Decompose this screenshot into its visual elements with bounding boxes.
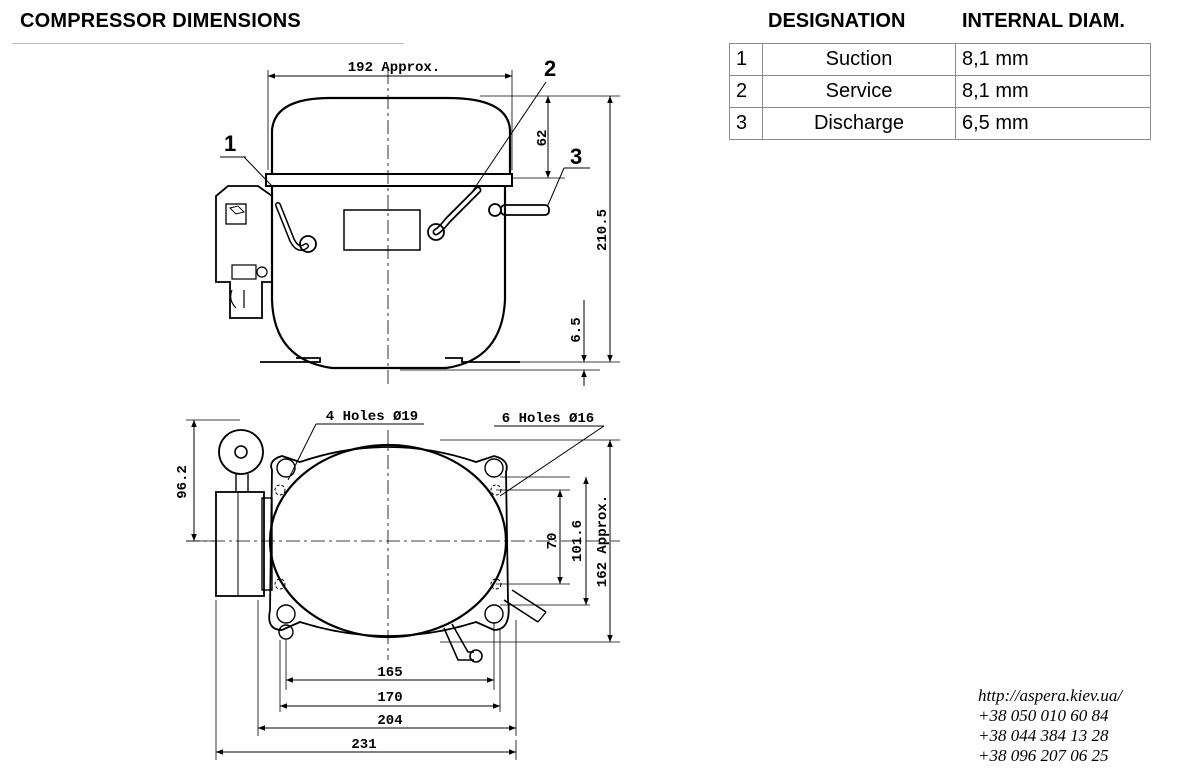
dim-165: 165	[377, 665, 402, 681]
row-designation: Suction	[762, 43, 956, 76]
page-title: COMPRESSOR DIMENSIONS	[20, 10, 301, 32]
row-internal-diam: 6,5 mm	[955, 107, 1151, 140]
dim-101-6: 101.6	[570, 520, 586, 562]
dim-96-2: 96.2	[175, 465, 191, 499]
top-view	[186, 419, 620, 760]
dim-6-5: 6.5	[569, 317, 585, 342]
contact-phone-2: +38 044 384 13 28	[978, 726, 1109, 745]
row-number: 1	[729, 43, 763, 76]
header-internal-diam: INTERNAL DIAM.	[962, 10, 1125, 32]
table-row: 3 Discharge 6,5 mm	[729, 107, 1151, 140]
row-internal-diam: 8,1 mm	[955, 43, 1151, 76]
contact-url: http://aspera.kiev.ua/	[978, 686, 1123, 705]
row-number: 2	[729, 75, 763, 108]
dim-width-192: 192 Approx.	[348, 60, 440, 76]
dim-162: 162 Approx.	[595, 495, 611, 587]
table-row: 1 Suction 8,1 mm	[729, 43, 1151, 76]
header-designation: DESIGNATION	[768, 10, 906, 32]
callout-2: 2	[544, 56, 556, 81]
callout-3: 3	[570, 144, 582, 169]
dim-holes-16: 6 Holes Ø16	[502, 411, 594, 427]
row-designation: Discharge	[762, 107, 956, 140]
contact-phone-1: +38 050 010 60 84	[978, 706, 1109, 725]
callout-1: 1	[224, 131, 236, 156]
dim-204: 204	[377, 713, 402, 729]
contact-block: http://aspera.kiev.ua/ +38 050 010 60 84…	[978, 686, 1122, 766]
table-row: 2 Service 8,1 mm	[729, 75, 1151, 108]
row-designation: Service	[762, 75, 956, 108]
contact-phone-3: +38 096 207 06 25	[978, 746, 1109, 765]
connection-table: 1 Suction 8,1 mm 2 Service 8,1 mm 3 Disc…	[729, 43, 1151, 140]
side-view	[215, 70, 620, 386]
row-number: 3	[729, 107, 763, 140]
dim-holes-19: 4 Holes Ø19	[326, 409, 418, 425]
dim-231: 231	[351, 737, 376, 753]
dim-170: 170	[377, 690, 402, 706]
dim-70: 70	[545, 533, 561, 550]
title-underline	[12, 43, 404, 44]
row-internal-diam: 8,1 mm	[955, 75, 1151, 108]
dim-210-5: 210.5	[595, 209, 611, 251]
dim-62: 62	[535, 130, 551, 147]
